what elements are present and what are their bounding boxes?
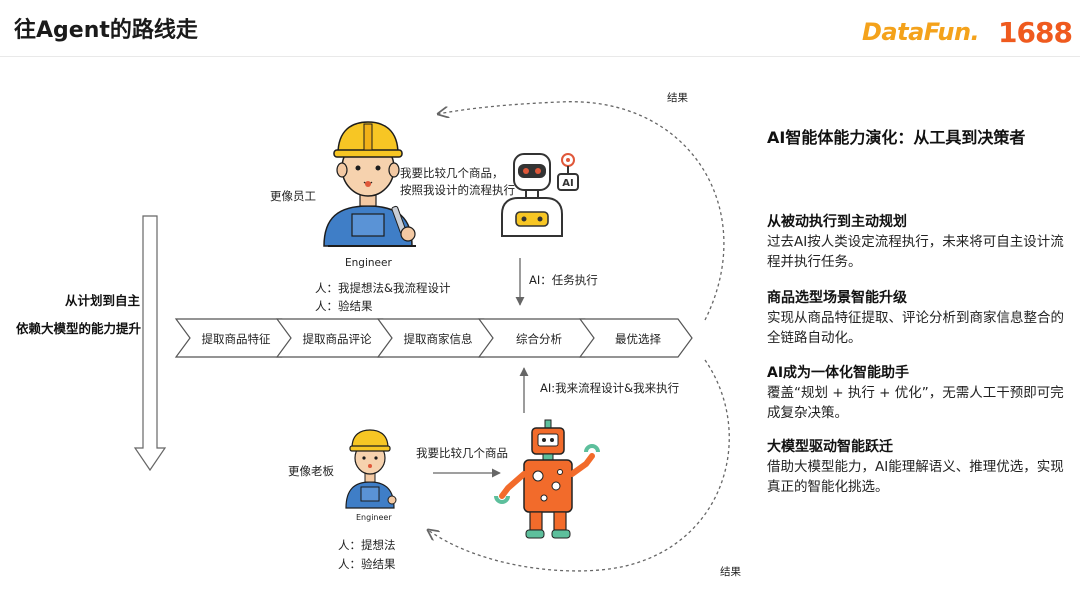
- panel-section-2-body: 实现从商品特征提取、评论分析到商家信息整合的全链路自动化。: [767, 310, 1064, 346]
- result-label-bottom: 结果: [720, 566, 741, 578]
- ai-design-label: AI:我来流程设计&我来执行: [540, 381, 680, 395]
- engineer-caption-large: Engineer: [345, 257, 392, 269]
- speech-top-line-2: 按照我设计的流程执行: [400, 183, 515, 197]
- panel-section-1-body: 过去AI按人类设定流程执行，未来将可自主设计流程并执行任务。: [767, 234, 1064, 270]
- panel-section-2-heading: 商品选型场景智能升级: [767, 290, 907, 306]
- speech-top-line-1: 我要比较几个商品，: [400, 166, 504, 180]
- panel-section-3-body: 覆盖“规划 + 执行 + 优化”，无需人工干预即可完成复杂决策。: [767, 385, 1064, 421]
- panel-section-1: 从被动执行到主动规划 过去AI按人类设定流程执行，未来将可自主设计流程并执行任务…: [767, 212, 1072, 272]
- human-role-top-2: 人：验结果: [315, 299, 373, 313]
- result-loop-bottom: [428, 359, 730, 572]
- progress-down-arrow: [133, 215, 167, 472]
- flow-step-5-label: 最优选择: [615, 332, 661, 346]
- panel-title: AI智能体能力演化：从工具到决策者: [767, 128, 1026, 147]
- flow-step-2-label: 提取商品评论: [302, 332, 372, 346]
- panel-section-3-heading: AI成为一体化智能助手: [767, 365, 910, 381]
- slide-title: 往Agent的路线走: [14, 18, 198, 43]
- chevron-step-5: [578, 318, 693, 358]
- 1688-logo: 1688: [998, 16, 1073, 49]
- panel-section-4: 大模型驱动智能跃迁 借助大模型能力，AI能理解语义、推理优选，实现真正的智能化挑…: [767, 437, 1072, 497]
- header-divider: [0, 56, 1080, 57]
- engineer-small-icon: [345, 429, 397, 509]
- robot-outline-icon: AI: [501, 153, 579, 237]
- flow-step-1-label: 提取商品特征: [201, 332, 271, 346]
- panel-section-1-heading: 从被动执行到主动规划: [767, 214, 907, 230]
- flow-step-3-label: 提取商家信息: [403, 332, 473, 346]
- svg-text:AI: AI: [562, 178, 573, 189]
- ai-exec-label: AI：任务执行: [529, 273, 598, 287]
- flow-chevrons: [174, 318, 693, 358]
- left-label-model-capability: 依赖大模型的能力提升: [16, 321, 142, 336]
- robot-orange-icon: [494, 419, 600, 539]
- speech-bottom: 我要比较几个商品: [416, 446, 508, 460]
- left-label-plan-to-autonomy: 从计划到自主: [65, 293, 141, 308]
- role-label-boss: 更像老板: [288, 464, 334, 478]
- panel-section-4-heading: 大模型驱动智能跃迁: [767, 439, 893, 455]
- result-label-top: 结果: [667, 92, 688, 104]
- panel-section-4-body: 借助大模型能力，AI能理解语义、推理优选，实现真正的智能化挑选。: [767, 459, 1064, 495]
- human-role-bottom-1: 人：提想法: [338, 538, 396, 552]
- human-role-top-1: 人：我提想法&我流程设计: [315, 281, 451, 295]
- panel-section-2: 商品选型场景智能升级 实现从商品特征提取、评论分析到商家信息整合的全链路自动化。: [767, 288, 1072, 348]
- role-label-employee: 更像员工: [270, 189, 316, 203]
- flow-step-4-label: 综合分析: [516, 332, 562, 346]
- panel-section-3: AI成为一体化智能助手 覆盖“规划 + 执行 + 优化”，无需人工干预即可完成复…: [767, 363, 1072, 423]
- engineer-large-icon: [323, 121, 416, 247]
- datafun-logo: DataFun.: [862, 18, 980, 46]
- engineer-caption-small: Engineer: [356, 513, 392, 522]
- human-role-bottom-2: 人：验结果: [338, 557, 396, 571]
- result-loop-top: [438, 101, 725, 321]
